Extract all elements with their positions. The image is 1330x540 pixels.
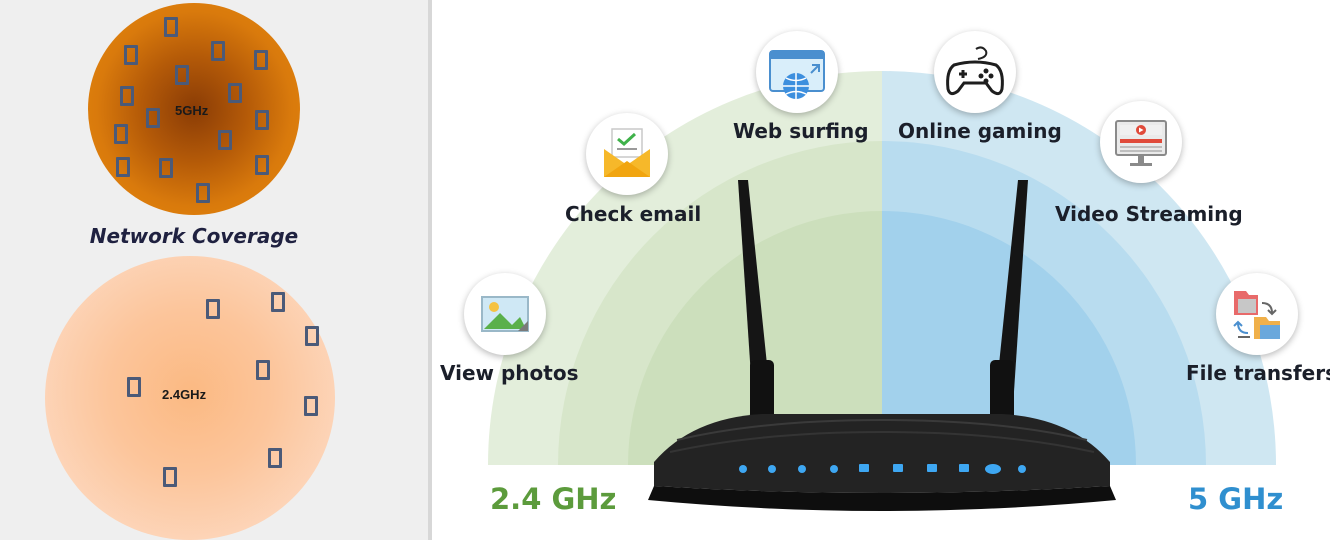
coverage-circle-24ghz (45, 256, 335, 540)
device-icon (196, 183, 210, 203)
network-coverage-caption: Network Coverage (89, 224, 299, 248)
device-icon (116, 157, 130, 177)
router-leds (739, 464, 1026, 474)
device-icon (271, 292, 285, 312)
band-label-24ghz: 2.4 GHz (490, 482, 617, 516)
label-view-photos: View photos (440, 361, 579, 385)
device-icon (163, 467, 177, 487)
router (648, 180, 1116, 511)
coverage-panel: 5GHz Network Coverage 2.4GHz (0, 0, 428, 540)
gamepad-icon (946, 46, 1004, 96)
coverage-circle-5ghz (88, 3, 300, 215)
view-photos-icon-circle (464, 273, 546, 355)
online-gaming-icon-circle (934, 31, 1016, 113)
device-icon (211, 41, 225, 61)
check-email-icon-circle (586, 113, 668, 195)
label-check-email: Check email (565, 202, 702, 226)
device-icon (159, 158, 173, 178)
device-icon (164, 17, 178, 37)
device-icon (175, 65, 189, 85)
device-icon (255, 110, 269, 130)
label-24ghz: 2.4GHz (162, 387, 207, 402)
web-surfing-icon-circle (756, 31, 838, 113)
label-5ghz: 5GHz (175, 103, 209, 118)
label-video-streaming: Video Streaming (1055, 202, 1243, 226)
email-icon (604, 128, 650, 177)
device-icon (256, 360, 270, 380)
device-icon (255, 155, 269, 175)
label-online-gaming: Online gaming (898, 119, 1062, 143)
device-icon (146, 108, 160, 128)
panel-divider (428, 0, 432, 540)
device-icon (268, 448, 282, 468)
band-label-5ghz: 5 GHz (1188, 482, 1284, 516)
device-icon (254, 50, 268, 70)
video-streaming-icon-circle (1100, 101, 1182, 183)
device-icon (218, 130, 232, 150)
device-icon (124, 45, 138, 65)
video-monitor-icon (1115, 120, 1167, 166)
band-arcs (488, 71, 1276, 511)
file-transfers-icon-circle (1216, 273, 1298, 355)
device-icon (114, 124, 128, 144)
browser-globe-icon (769, 50, 825, 99)
device-icon (304, 396, 318, 416)
device-icon (127, 377, 141, 397)
label-file-transfers: File transfers (1186, 361, 1330, 385)
band-uses-diagram: View photos Check email Web surfing Onli… (432, 0, 1330, 540)
router-body (654, 414, 1110, 493)
device-icon (206, 299, 220, 319)
file-transfer-icon (1233, 291, 1280, 339)
label-web-surfing: Web surfing (733, 119, 869, 143)
image-icon (481, 296, 529, 332)
device-icon (305, 326, 319, 346)
device-icon (228, 83, 242, 103)
device-icon (120, 86, 134, 106)
